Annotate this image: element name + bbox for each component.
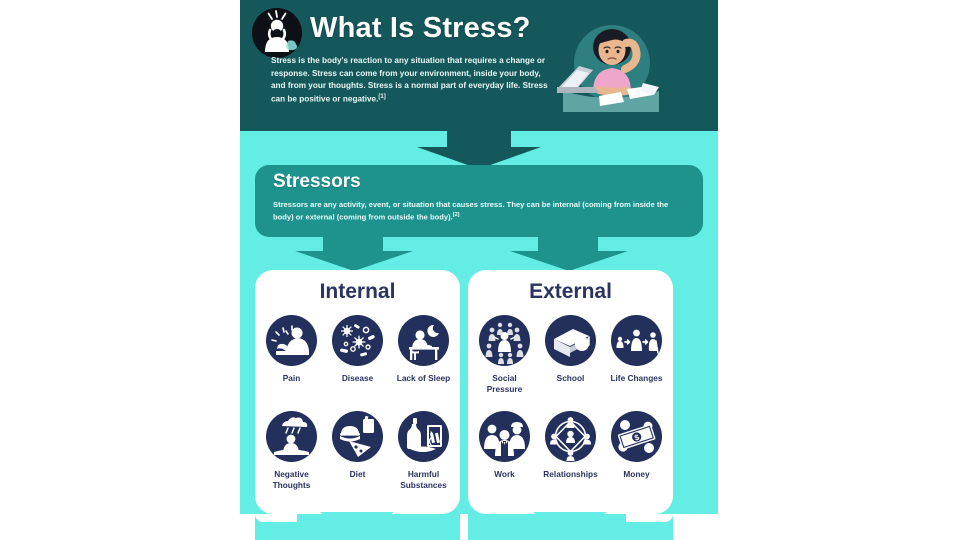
page-title: What Is Stress? [310,12,531,44]
graduation-cap-book-icon [545,315,596,366]
people-network-icon [545,411,596,462]
arrow-external-to-next [533,512,607,540]
aging-life-stages-icon [611,315,662,366]
stressor-item-diet[interactable]: Diet [330,411,385,491]
stressors-citation: [2] [452,212,460,219]
bottom-gap-middle [460,514,468,540]
stressor-label: Life Changes [610,373,663,383]
stressors-section: Stressors Stressors are any activity, ev… [255,165,703,237]
junk-food-icon [332,411,383,462]
stressor-label: Money [623,469,650,479]
arrow-header-to-stressors [417,131,541,169]
bottle-cigarette-icon [398,411,449,462]
stressor-label: School [556,373,585,383]
svg-text:$: $ [633,433,641,443]
stressors-description: Stressors are any activity, event, or si… [273,199,688,224]
workers-group-icon [479,411,530,462]
stressor-item-lack-of-sleep[interactable]: Lack of Sleep [396,315,451,384]
stressor-item-pain[interactable]: Pain [264,315,319,384]
stressor-item-disease[interactable]: Disease [330,315,385,384]
stressed-person-badge-icon [252,8,302,58]
bottom-notch-right [626,514,673,522]
stressor-item-harmful-substances[interactable]: Harmful Substances [396,411,451,491]
bottom-notch-left [255,514,297,522]
stressor-label: Relationships [543,469,598,479]
stressed-person-at-laptop-illustration [555,17,665,112]
person-with-storm-cloud-icon [266,411,317,462]
external-icon-row-2: Work [468,411,673,480]
stressor-label: Disease [341,373,374,383]
arrow-stressors-to-external [510,237,628,271]
header-citation: [1] [378,94,386,101]
stressors-title: Stressors [273,171,361,192]
external-icon-row-1: Social Pressure [468,315,673,395]
stressor-item-social-pressure[interactable]: Social Pressure [477,315,532,395]
internal-card-title: Internal [319,280,396,303]
stressor-item-school[interactable]: School [543,315,598,395]
external-stressors-card: External [468,270,673,514]
stressor-item-relationships[interactable]: Relationships [543,411,598,480]
header-section: What Is Stress? Stress is the body's rea… [240,0,718,131]
crowd-pressure-icon [479,315,530,366]
stressor-label: Harmful Substances [400,469,447,490]
external-card-title: External [529,280,612,303]
stress-infographic: What Is Stress? Stress is the body's rea… [240,0,718,540]
internal-icon-row-2: Negative Thoughts [255,411,460,491]
stressor-item-work[interactable]: Work [477,411,532,480]
stressor-label: Work [494,469,515,479]
stressor-item-life-changes[interactable]: Life Changes [609,315,664,395]
stressors-description-text: Stressors are any activity, event, or si… [273,200,669,222]
stressor-label: Negative Thoughts [272,469,311,490]
header-description-text: Stress is the body's reaction to any sit… [271,56,548,104]
header-description: Stress is the body's reaction to any sit… [271,55,556,107]
person-at-desk-night-icon [398,315,449,366]
arrow-stressors-to-internal [295,237,413,271]
bottom-gap-right [673,514,718,540]
bottom-gap-left [240,514,255,540]
dollar-bill-coins-icon: $ [611,411,662,462]
internal-stressors-card: Internal [255,270,460,514]
arrow-internal-to-next [320,512,394,540]
stressor-item-money[interactable]: $ Money [609,411,664,480]
stressor-item-negative-thoughts[interactable]: Negative Thoughts [264,411,319,491]
internal-icon-row-1: Pain [255,315,460,384]
stressor-label: Social Pressure [486,373,523,394]
person-in-pain-icon [266,315,317,366]
stressor-label: Pain [282,373,301,383]
stressor-label: Diet [349,469,366,479]
germs-virus-icon [332,315,383,366]
stressor-label: Lack of Sleep [396,373,451,383]
